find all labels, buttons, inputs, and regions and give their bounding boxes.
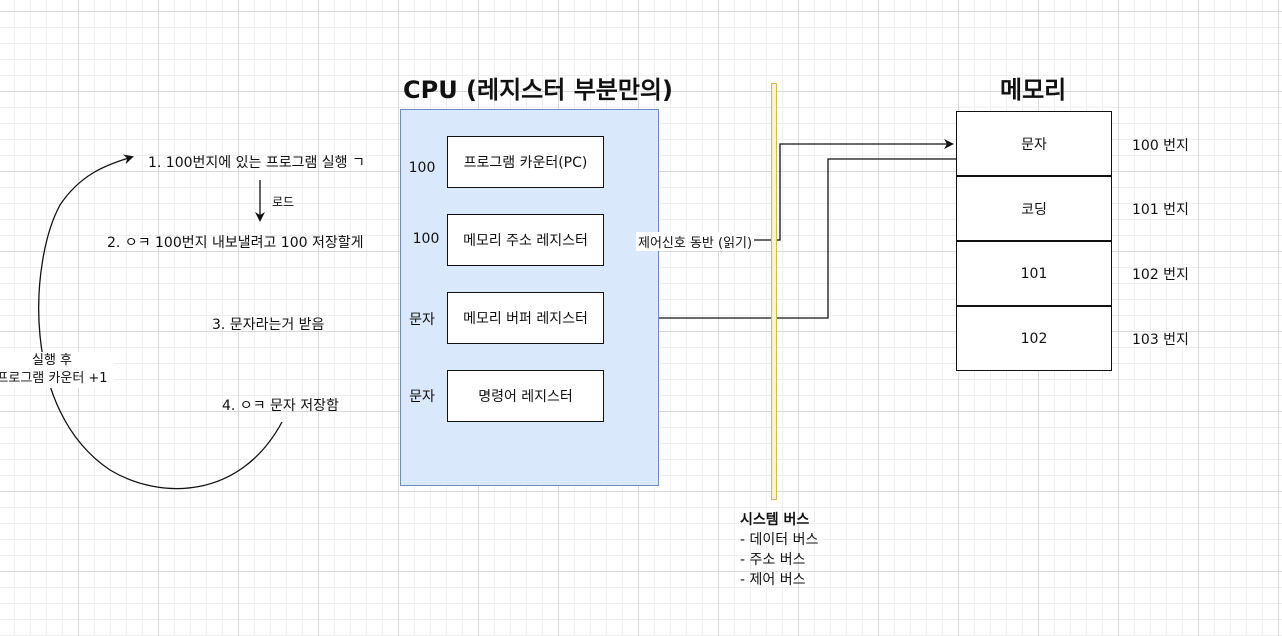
load-label: 로드 [272, 195, 295, 209]
memory-address-100: 100 번지 [1132, 138, 1189, 154]
memory-address-register: 메모리 주소 레지스터 [447, 214, 604, 266]
system-bus-item-control: - 제어 버스 [740, 572, 806, 588]
instruction-register-label: 명령어 레지스터 [478, 389, 573, 405]
memory-address-102: 102 번지 [1132, 267, 1189, 283]
memory-cell-101: 코딩 [956, 176, 1112, 241]
program-counter-register: 프로그램 카운터(PC) [447, 136, 604, 188]
memory-cell-100: 문자 [956, 111, 1112, 176]
step-4: 4. ㅇㅋ 문자 저장함 [222, 398, 339, 414]
memory-address-101: 101 번지 [1132, 202, 1189, 218]
memory-cell-content: 문자 [1021, 136, 1047, 153]
step-1: 1. 100번지에 있는 프로그램 실행 ㄱ [148, 155, 365, 171]
cpu-title: CPU (레지스터 부분만의) [403, 76, 673, 104]
control-signal-label: 제어신호 동반 (읽기) [636, 232, 755, 251]
loop-label-line1: 실행 후 [31, 353, 72, 368]
loop-label: 실행 후 프로그램 카운터 +1 [0, 352, 114, 388]
memory-cell-103: 102 [956, 306, 1112, 371]
system-bus-legend: 시스템 버스 - 데이터 버스 - 주소 버스 - 제어 버스 [740, 510, 818, 590]
memory-cell-102: 101 [956, 241, 1112, 306]
mbr-value: 문자 [409, 312, 435, 328]
memory-title: 메모리 [1000, 76, 1067, 104]
memory-address-register-label: 메모리 주소 레지스터 [463, 233, 588, 249]
pc-value: 100 [408, 160, 436, 176]
step-3: 3. 문자라는거 받음 [212, 317, 325, 333]
system-bus-title: 시스템 버스 [740, 512, 810, 528]
memory-cell-content: 101 [1020, 265, 1048, 282]
memory-cell-content: 코딩 [1021, 201, 1047, 218]
program-counter-label: 프로그램 카운터(PC) [463, 155, 588, 171]
ir-value: 문자 [409, 389, 435, 405]
memory-buffer-register-label: 메모리 버퍼 레지스터 [463, 311, 588, 327]
memory-buffer-register: 메모리 버퍼 레지스터 [447, 292, 604, 344]
memory-cell-content: 102 [1020, 330, 1048, 347]
mar-value: 100 [412, 231, 440, 247]
system-bus-bar [771, 83, 777, 500]
step-2: 2. ㅇㅋ 100번지 내보낼려고 100 저장할게 [107, 235, 364, 251]
system-bus-item-address: - 주소 버스 [740, 552, 806, 568]
memory-address-103: 103 번지 [1132, 332, 1189, 348]
instruction-register: 명령어 레지스터 [447, 370, 604, 422]
loop-label-line2: 프로그램 카운터 +1 [0, 371, 108, 386]
system-bus-item-data: - 데이터 버스 [740, 532, 819, 548]
data-return-arrow [607, 158, 956, 323]
